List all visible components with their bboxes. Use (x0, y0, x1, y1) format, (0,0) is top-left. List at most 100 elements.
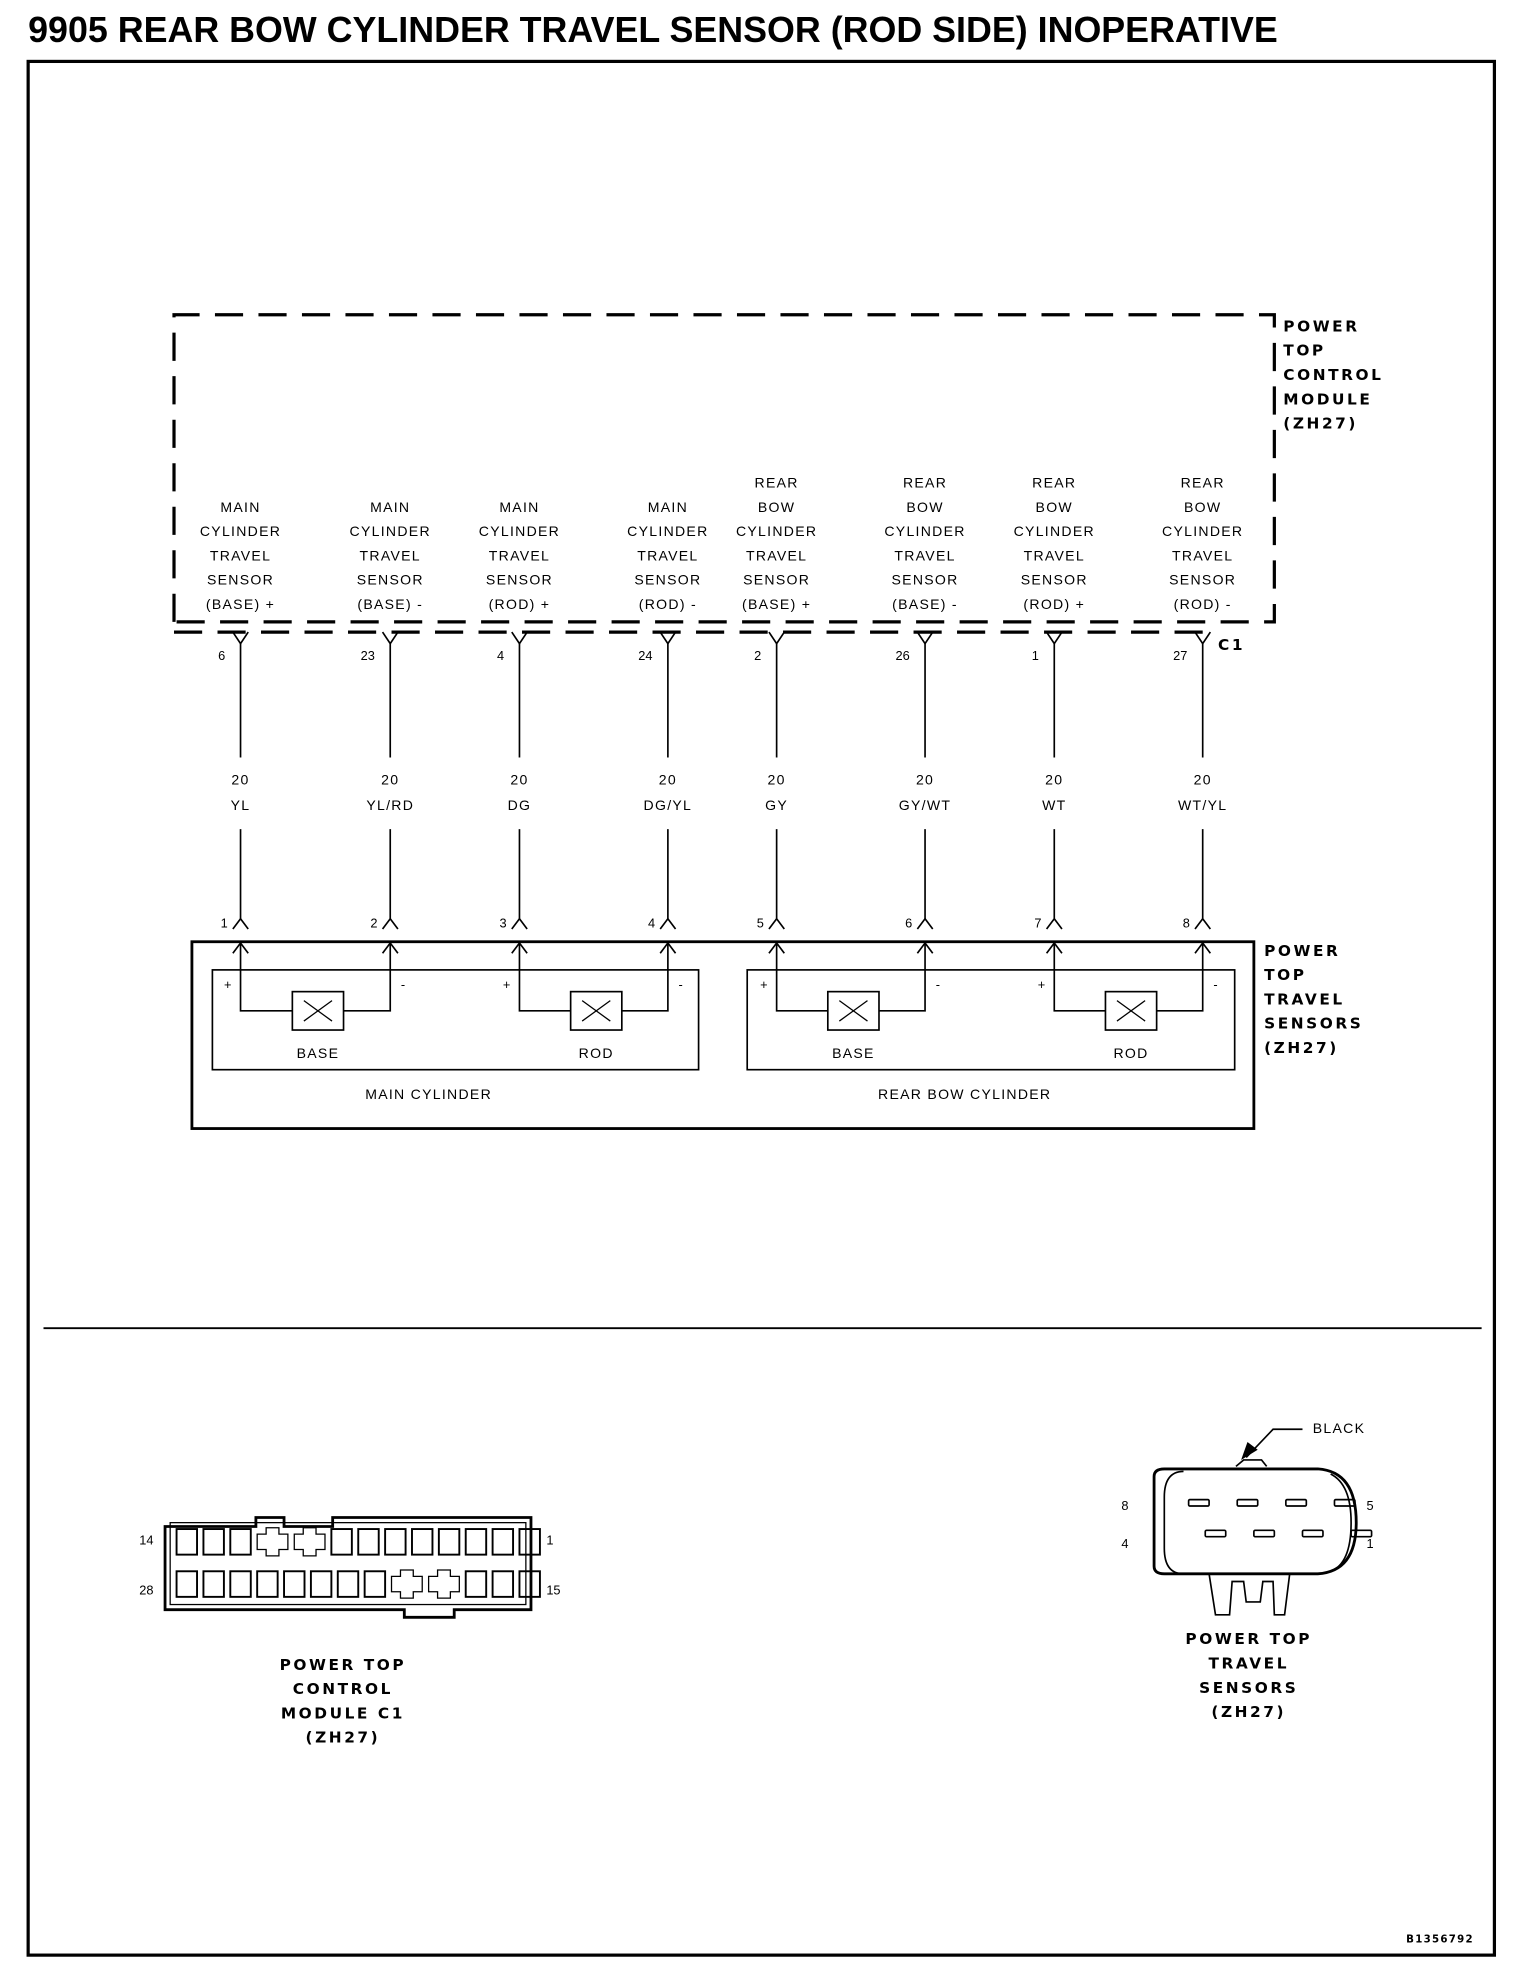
wire-gauge: 20 (510, 771, 528, 787)
sensor-pin-cavity (1187, 1498, 1210, 1507)
plus-sign: + (503, 977, 510, 992)
circuit-function-label: SENSOR (743, 572, 810, 588)
sensor-pin-cavity (1285, 1498, 1308, 1507)
sensor-pin-terminal (1045, 917, 1063, 930)
travel-sensors-housing (190, 940, 1256, 1130)
sensors-name-line: SENSORS (1264, 1015, 1363, 1033)
sensor-element-label: BASE (297, 1045, 340, 1061)
c1-pin-cavity (464, 1570, 488, 1598)
sensor-pin-label: 1 (1366, 1536, 1373, 1551)
c1-outer-shell (163, 1516, 533, 1619)
circuit-function-label: (BASE) - (357, 596, 423, 612)
module-pin-number: 2 (754, 648, 761, 663)
sensor-lead-minus (621, 943, 669, 1012)
circuit-function-label: MAIN (648, 499, 688, 515)
sensor-element-base: BASE+- (224, 943, 405, 1061)
circuit-function-label: BOW (1036, 499, 1073, 515)
c1-pin-label: 1 (546, 1532, 553, 1547)
sensor-pin-terminal (511, 917, 528, 930)
plus-sign: + (760, 977, 767, 992)
sensor-pin-terminal (916, 917, 934, 930)
sensors-name-line: TOP (1264, 966, 1306, 984)
c1-pin-cavity (202, 1570, 225, 1598)
sensor-pin-number: 8 (1183, 916, 1190, 931)
module-boundary (172, 313, 1276, 624)
sensor-pin-number: 3 (500, 916, 507, 931)
sensors-name-line: POWER (1264, 942, 1340, 960)
c1-name-line: CONTROL (293, 1680, 393, 1698)
sensor-pin-terminal (232, 917, 249, 930)
sensor-element-label: BASE (832, 1045, 875, 1061)
module-pin-number: 6 (218, 648, 225, 663)
c1-pin-cavity (411, 1528, 434, 1556)
c1-pin-cavity (384, 1528, 407, 1556)
wire-color: DG/YL (644, 797, 693, 813)
main-cylinder-box (211, 969, 700, 1071)
black-callout-label: BLACK (1313, 1420, 1366, 1436)
wire-color: YL (231, 797, 251, 813)
circuit-function-label: TRAVEL (894, 547, 955, 563)
wire-color: GY (765, 797, 788, 813)
c1-pin-cavity (175, 1570, 198, 1598)
sensor-pin-terminal (768, 917, 785, 930)
plus-sign: + (1038, 977, 1045, 992)
module-name-line: CONTROL (1283, 366, 1383, 384)
circuit-function-label: BOW (1184, 499, 1221, 515)
black-callout-leader (1245, 1428, 1303, 1458)
travel-sensors-name: POWER TOP TRAVEL SENSORS (ZH27) (1264, 942, 1363, 1057)
wire-gauge: 20 (768, 771, 786, 787)
c1-pin-cavity (518, 1570, 541, 1598)
circuit-function-label: SENSOR (1021, 572, 1088, 588)
sensor-element-box (569, 990, 623, 1031)
circuit-function-label: (ROD) + (1023, 596, 1085, 612)
circuit-function-label: MAIN (499, 499, 539, 515)
circuit-function-label: CYLINDER (736, 523, 817, 539)
module-pin-terminal (1194, 631, 1212, 646)
wire-color: YL/RD (366, 797, 414, 813)
circuit-function-label: CYLINDER (350, 523, 431, 539)
c1-pin-cavity-keyed (390, 1569, 423, 1599)
sensor-lead-minus (878, 943, 926, 1012)
module-pin-terminal (659, 631, 677, 646)
module-name-line: POWER (1283, 317, 1359, 335)
sensor-element-label: ROD (1113, 1045, 1148, 1061)
sensor-x-icon (1116, 1000, 1146, 1022)
sensor-pin-label: 5 (1366, 1498, 1373, 1513)
c1-name-line: POWER TOP (280, 1656, 407, 1674)
sensor-pin-terminal (1194, 917, 1212, 930)
wire-color: GY/WT (899, 797, 951, 813)
sensor-lead-plus (239, 943, 293, 1012)
module-name-line: MODULE (1283, 390, 1372, 408)
diagram-id-code: B1356792 (1406, 1934, 1474, 1945)
wire-gauge: 20 (916, 771, 934, 787)
minus-sign: - (936, 977, 940, 992)
sensors-name-line: (ZH27) (1264, 1039, 1339, 1057)
sensor-connector-tab (1235, 1459, 1268, 1467)
module-name-line: TOP (1283, 342, 1325, 360)
circuit-function-label: BOW (758, 499, 795, 515)
circuit-function-label: REAR (1181, 475, 1225, 491)
sensor-pin-cavity (1350, 1529, 1373, 1538)
circuit-function-label: TRAVEL (360, 547, 421, 563)
circuit-function-label: TRAVEL (637, 547, 698, 563)
rear-bow-cylinder-label: REAR BOW CYLINDER (878, 1086, 1051, 1102)
sensors-name-line: TRAVEL (1264, 990, 1345, 1008)
wire-color: DG (508, 797, 532, 813)
c1-pin-label: 15 (546, 1582, 560, 1597)
circuit-function-label: SENSOR (1169, 572, 1236, 588)
sensor-element-rod: ROD+- (503, 943, 683, 1061)
circuit-function-label: REAR (755, 475, 799, 491)
wire-color: WT (1042, 797, 1066, 813)
sensor-pin-number: 6 (905, 916, 912, 931)
circuit-function-label: CYLINDER (200, 523, 281, 539)
sensor-lead-plus (775, 943, 828, 1012)
module-pin-number: 27 (1173, 648, 1187, 663)
